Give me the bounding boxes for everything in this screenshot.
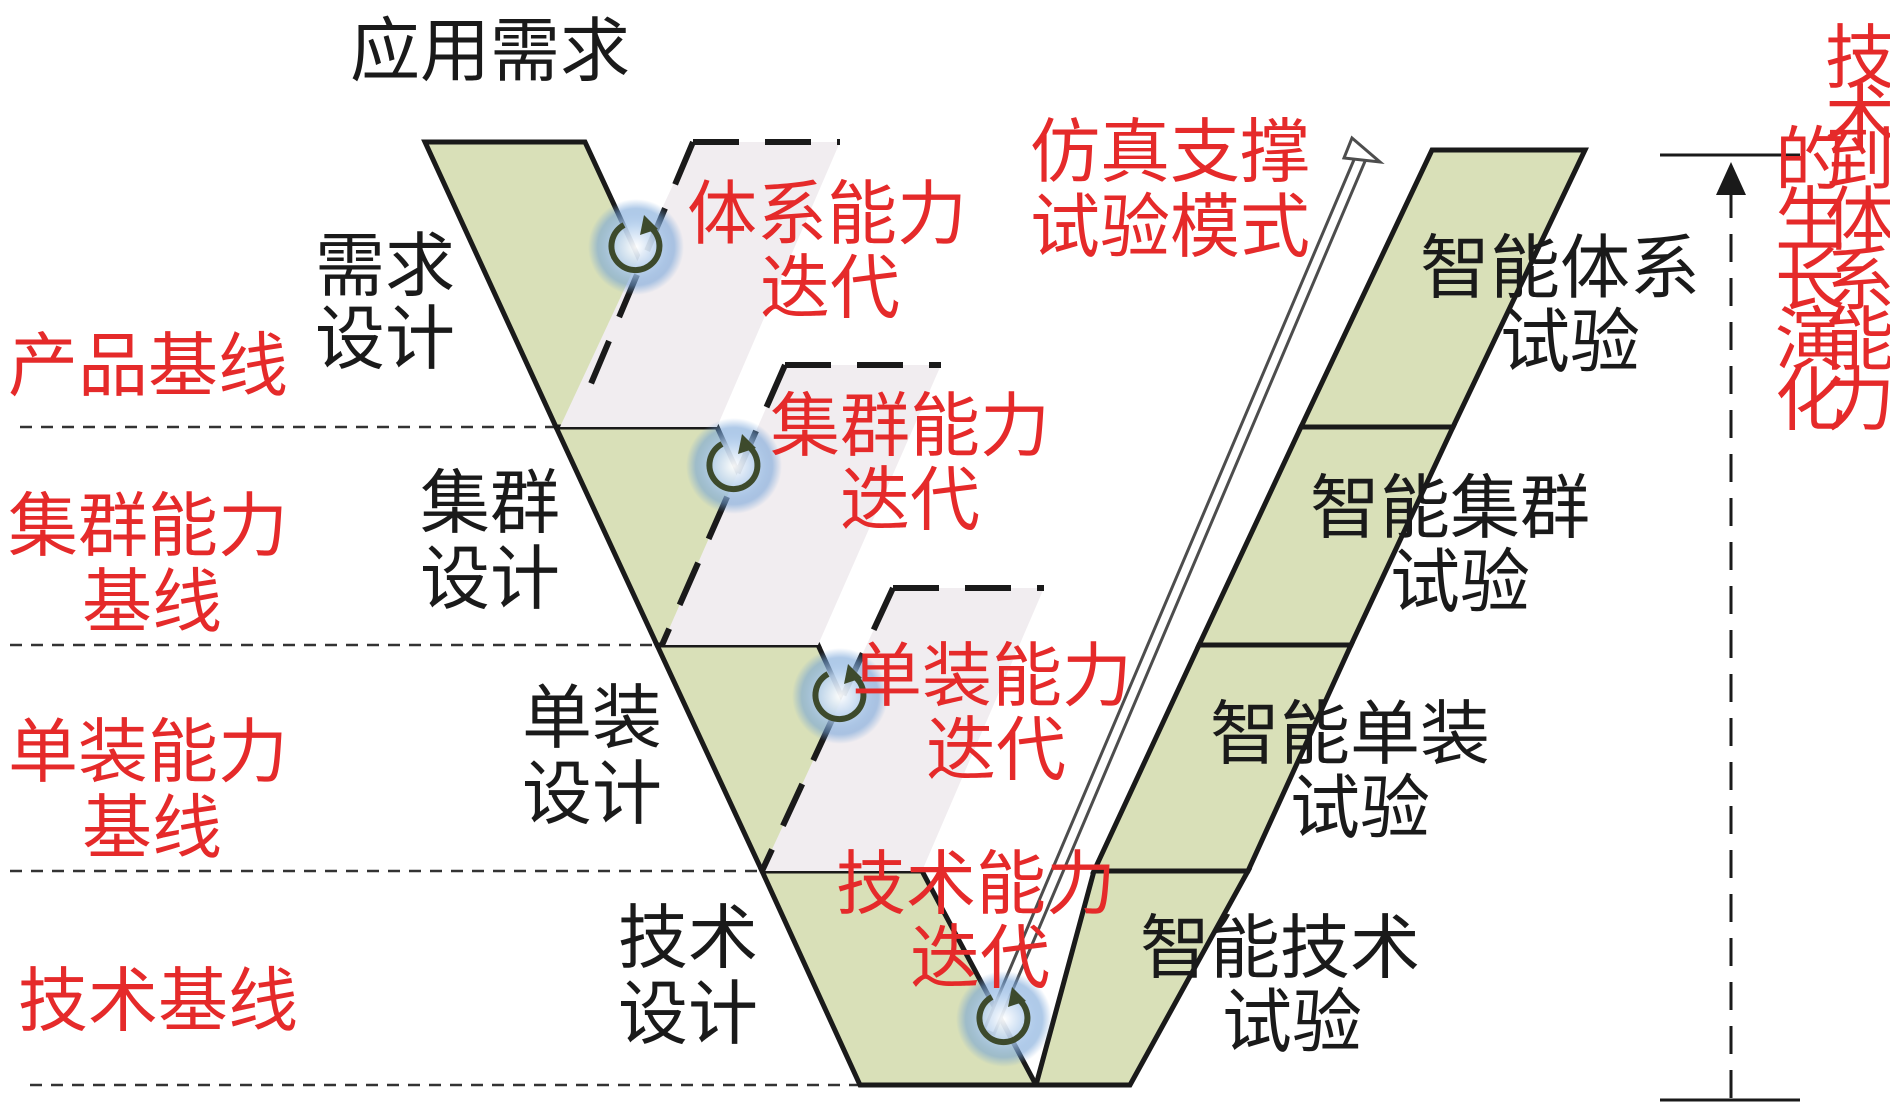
svg-text:仿真支撑: 仿真支撑 — [1030, 111, 1310, 193]
iteration-label-technology-2: 迭代 — [910, 917, 1050, 999]
design-label-single: 单装 — [522, 677, 662, 759]
iteration-label-system: 体系能力 — [687, 173, 967, 255]
test-label-system-2: 试验 — [1500, 301, 1640, 383]
top-label: 应用需求 — [350, 10, 630, 92]
baseline-label-cluster-2: 基线 — [82, 561, 222, 643]
cycle-arrow-icon — [792, 648, 888, 744]
cycle-arrow-icon — [956, 971, 1052, 1067]
iteration-label-cluster-2: 迭代 — [840, 459, 980, 541]
baseline-label-product: 产品基线 — [8, 325, 288, 407]
iteration-label-single: 单装能力 — [852, 635, 1132, 717]
simulation-label: 仿真支撑 试验模式 — [1030, 111, 1310, 268]
design-label-cluster-2: 设计 — [420, 538, 560, 620]
baseline-separators — [10, 425, 860, 1087]
iteration-label-cluster: 集群能力 — [770, 385, 1050, 467]
iteration-label-single-2: 迭代 — [926, 709, 1066, 791]
design-label-technology: 技术 — [618, 897, 758, 979]
iteration-labels: 体系能力 迭代 集群能力 迭代 单装能力 迭代 技术能力 迭代 — [687, 173, 1132, 999]
test-label-single-2: 试验 — [1290, 767, 1430, 849]
vertical-span-arrow-icon — [1660, 153, 1800, 1102]
test-label-cluster-2: 试验 — [1390, 541, 1530, 623]
test-label-technology: 智能技术 — [1140, 907, 1420, 989]
test-stage-labels: 智能体系 试验 智能集群 试验 智能单装 试验 智能技术 试验 — [1140, 227, 1700, 1063]
test-label-single: 智能单装 — [1210, 693, 1490, 775]
baseline-labels: 产品基线 集群能力 基线 单装能力 基线 技术基线 — [8, 325, 298, 1042]
design-label-single-2: 设计 — [522, 753, 662, 835]
test-band-technology — [1032, 868, 1253, 1088]
baseline-label-single: 单装能力 — [8, 711, 288, 793]
design-stage-labels: 需求 设计 集群 设计 单装 设计 技术 设计 — [315, 225, 758, 1055]
design-label-requirement-2: 设计 — [315, 298, 455, 380]
test-arm — [1032, 147, 1589, 1088]
cycle-arrow-icon — [588, 199, 684, 295]
iteration-panel-system — [560, 139, 840, 427]
test-label-system: 智能体系 — [1420, 227, 1700, 309]
evolution-label-column-1: 技术 — [1825, 17, 1890, 159]
svg-text:试验模式: 试验模式 — [1030, 186, 1310, 268]
test-label-technology-2: 试验 — [1222, 981, 1362, 1063]
iteration-panels — [560, 139, 1044, 873]
evolution-label-column-2: 的生长演化 — [1775, 119, 1845, 441]
baseline-label-technology: 技术基线 — [18, 960, 298, 1042]
iteration-label-technology: 技术能力 — [836, 843, 1116, 925]
test-label-cluster: 智能集群 — [1310, 467, 1590, 549]
evolution-label-column-3: 到体系能力 — [1825, 119, 1890, 441]
baseline-label-single-2: 基线 — [82, 787, 222, 869]
cycle-arrow-icon — [686, 418, 782, 514]
cycle-icons — [588, 199, 1052, 1067]
iteration-label-system-2: 迭代 — [760, 247, 900, 329]
baseline-label-cluster: 集群能力 — [8, 485, 288, 567]
design-label-technology-2: 设计 — [618, 973, 758, 1055]
design-label-cluster: 集群 — [420, 462, 560, 544]
design-label-requirement: 需求 — [315, 225, 455, 307]
